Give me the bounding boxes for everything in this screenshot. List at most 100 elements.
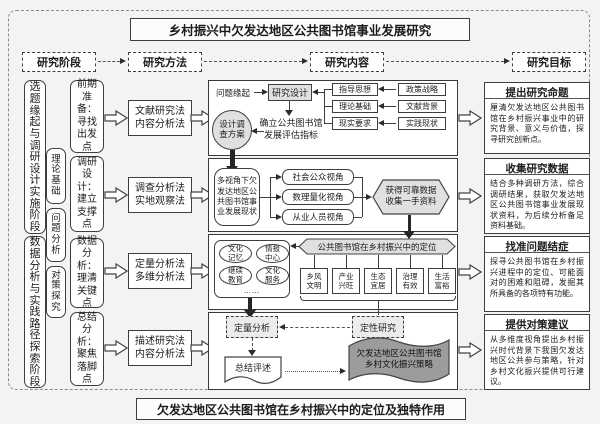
banner-shape-icon <box>298 238 456 255</box>
goal-box-4: 治理 有效 <box>396 268 424 294</box>
strategy-flag-label: 欠发达地区公共图书馆乡村文化振兴策略 <box>356 348 442 370</box>
perspective-box-1: 社会公众视角 <box>282 169 354 185</box>
research-design-box: 研究设计 <box>268 84 312 101</box>
connector-line <box>260 197 270 198</box>
step-box-1: 前期准备：寻找出发点 <box>70 79 104 153</box>
connector-line <box>254 92 263 93</box>
block-arrow-icon <box>190 262 215 283</box>
function-ellipse-1: 文化 记忆 <box>219 244 252 263</box>
connector-line <box>270 217 276 218</box>
strategy-flag: 欠发达地区公共图书馆乡村文化振兴策略 <box>346 334 452 386</box>
header-content: 研究内容 <box>310 52 384 72</box>
arrowhead-icon <box>276 214 282 220</box>
factor-outer-1: 政策战略 <box>398 83 446 96</box>
research-goal-2: 收集研究数据 结合多种调研方法，综合调研结果，获取欠发达地区公共图书馆事业发展现… <box>484 158 590 234</box>
summary-document: 总结评述 <box>224 356 282 386</box>
arrowhead-icon <box>276 194 282 200</box>
factor-outer-2: 文献背景 <box>398 100 446 113</box>
flag-shape-icon <box>348 337 450 383</box>
arrowhead-icon <box>378 120 384 126</box>
function-ellipse-4: 文化 服务 <box>256 266 289 285</box>
function-label: 文化 记忆 <box>228 244 243 262</box>
block-arrow-icon <box>190 186 215 207</box>
connector-line <box>384 89 396 90</box>
research-goal-1: 提出研究命题 厘清欠发达地区公共图书馆在乡村振兴事业中的研究背景、意义与价值，探… <box>484 82 590 154</box>
summary-document-label: 总结评述 <box>234 363 271 374</box>
connector-line <box>324 106 332 107</box>
header-stage: 研究阶段 <box>22 52 96 72</box>
factor-inner-2: 理论基础 <box>332 100 378 113</box>
stage-bar-1: 选题缘起与调研设计实施阶段 <box>24 80 46 234</box>
connector-line <box>354 197 362 198</box>
thick-arrow-line <box>248 298 252 310</box>
arrowhead-icon <box>251 128 257 134</box>
diagram-title-bottom: 欠发达地区公共图书馆在乡村振兴中的定位及独特作用 <box>136 398 466 420</box>
connector-line <box>386 61 504 62</box>
arrowhead-icon <box>248 350 256 356</box>
connector-line <box>346 255 347 268</box>
block-arrow-icon <box>104 262 129 283</box>
hexagon-shape-icon <box>372 179 450 215</box>
arrowhead-icon <box>378 103 384 109</box>
arrowhead-icon <box>120 58 126 64</box>
position-banner-label: 公共图书馆在乡村振兴中的定位 <box>317 242 437 253</box>
goal-box-1: 乡风 文明 <box>300 268 328 294</box>
problem-origin-label: 问题缘起 <box>215 88 250 99</box>
goal-body: 厘清欠发达地区公共图书馆在乡村振兴事业中的研究背景、意义与价值，探寻研究创新点。 <box>490 103 584 144</box>
block-arrow-icon <box>104 339 129 360</box>
arrowhead-icon <box>285 110 293 116</box>
goal-title: 提供对策建议 <box>485 315 589 331</box>
header-method: 研究方法 <box>128 52 202 72</box>
block-arrow-icon <box>458 263 483 284</box>
research-goal-4: 提供对策建议 从多维度视角提出乡村振兴时代背景下我国欠发达地区公共参与策略，针对… <box>484 314 590 390</box>
connector-line <box>354 177 362 178</box>
function-label: 文化 服务 <box>265 266 280 284</box>
arrowhead-icon <box>279 324 285 330</box>
function-ellipse-3: 继续 教育 <box>219 266 252 285</box>
arrowhead-icon <box>504 58 510 64</box>
thick-arrowhead-icon <box>403 231 415 239</box>
method-box-2: 调查分析法 实地观察法 <box>128 177 192 213</box>
connector-line <box>354 217 362 218</box>
step-box-2: 调研设计：建立支撑点 <box>70 156 104 232</box>
goal-box-3: 生态 宜居 <box>364 268 392 294</box>
connector-line <box>378 301 379 315</box>
step-box-4: 总结分析：聚焦落脚点 <box>70 312 104 386</box>
goal-box-5: 生活 富裕 <box>428 268 456 294</box>
survey-plan-circle: 设计调查方案 <box>212 110 252 150</box>
connector-line <box>289 101 290 111</box>
factor-inner-3: 现实要求 <box>332 117 378 130</box>
status-box: 多视角下欠发达地区公共图书馆事业发展现状 <box>214 168 260 226</box>
goal-body: 从多维度视角提出乡村振兴时代背景下我国欠发达地区公共参与策略，针对乡村文化振兴提… <box>490 335 584 387</box>
indicator-label: 确立公共图书馆发展评估指标 <box>259 118 323 141</box>
step-box-3: 数据分析：理清关键点 <box>70 236 104 309</box>
connector-line <box>270 197 276 198</box>
arrowhead-icon <box>312 89 318 95</box>
thick-arrow-line <box>408 215 411 232</box>
goal-body: 探寻公共图书馆在乡村振兴进程中的定位、可能面对的困难和阻碍，发掘其所具备的各项特… <box>490 257 584 298</box>
connector-line <box>257 131 264 132</box>
factor-inner-1: 指导思想 <box>332 83 378 96</box>
arrowhead-icon <box>290 243 296 249</box>
connector-line <box>314 255 315 268</box>
connector-line <box>318 92 324 93</box>
connector-line <box>98 61 120 62</box>
block-arrow-icon <box>190 339 215 360</box>
connector-line <box>204 61 302 62</box>
block-arrow-icon <box>458 187 483 208</box>
connector-line <box>324 123 332 124</box>
connector-line <box>270 177 276 178</box>
aspect-problem: 问题分析 <box>46 208 66 262</box>
aspect-strategy: 对策探究 <box>46 266 66 318</box>
connector-line <box>442 255 443 268</box>
arrowhead-icon <box>340 368 346 374</box>
goal-box-2: 产业 兴旺 <box>332 268 360 294</box>
research-goal-3: 找准问题结症 探寻公共图书馆在乡村振兴进程中的定位、可能面对的困难和阻碍，发掘其… <box>484 236 590 312</box>
thick-arrow-line <box>230 150 235 166</box>
perspective-box-3: 从业人员视角 <box>282 209 354 225</box>
arrowhead-icon <box>276 174 282 180</box>
goal-title: 找准问题结症 <box>485 237 589 253</box>
connector-line <box>410 255 411 268</box>
stage-bar-2: 数据分析与实践路径探索阶段 <box>24 236 46 388</box>
